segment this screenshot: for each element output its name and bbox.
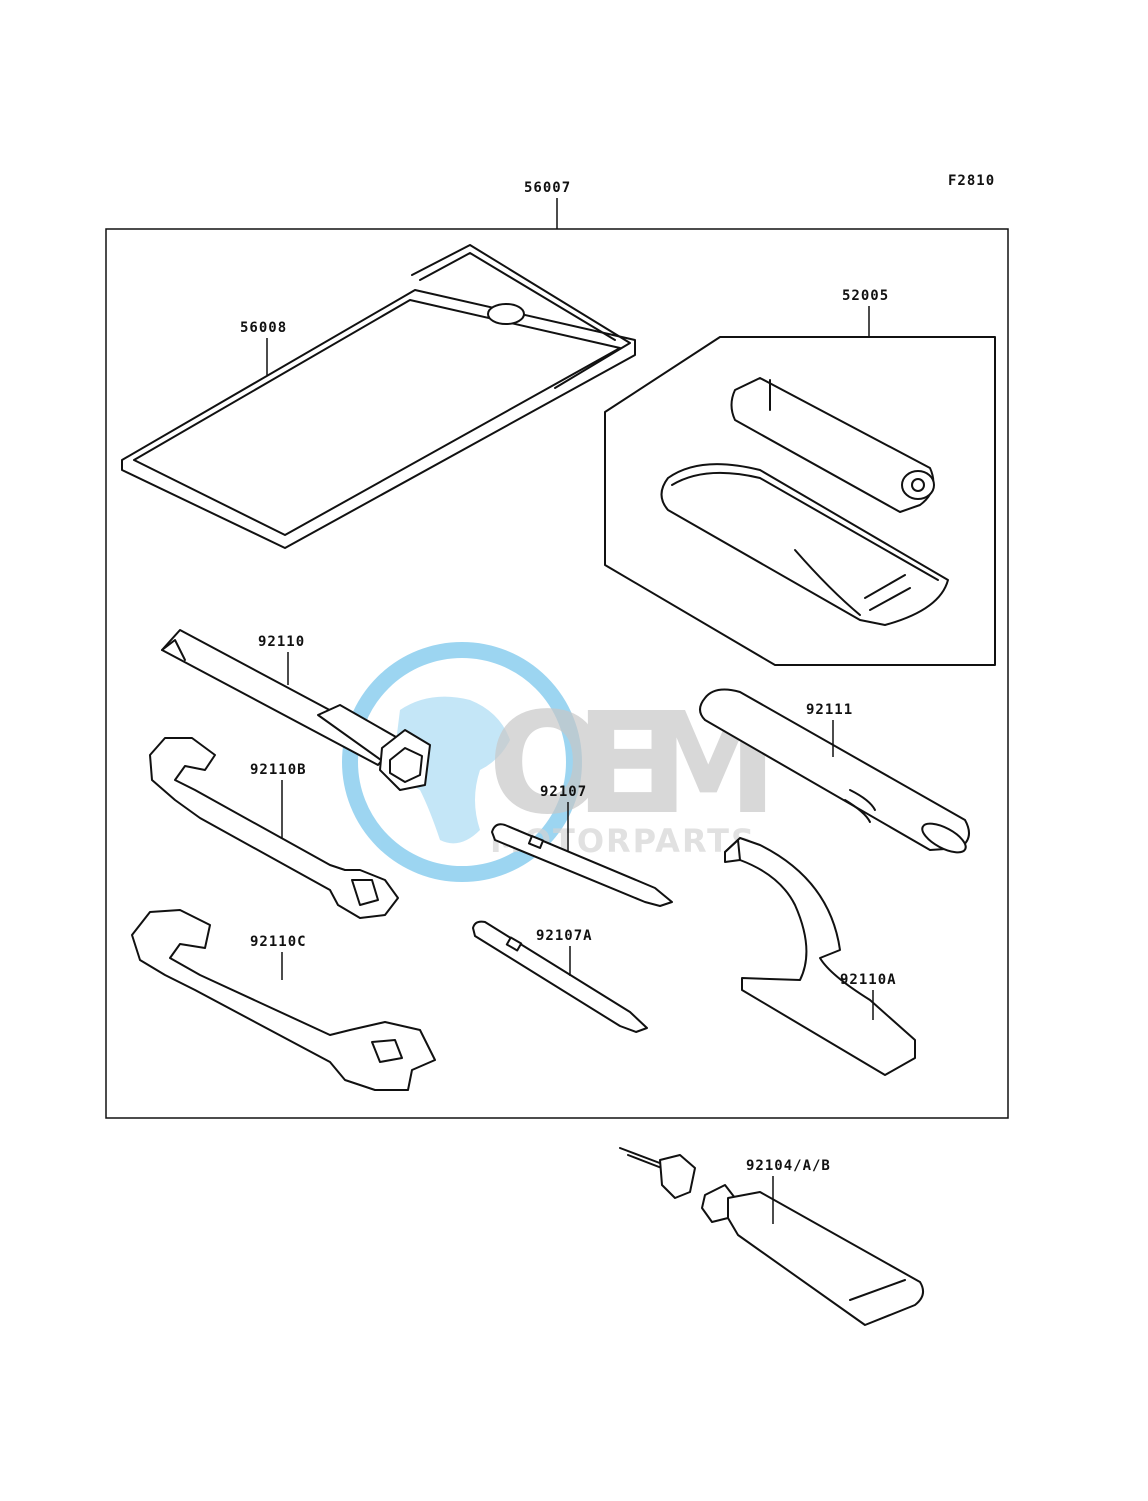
label-92110: 92110 <box>258 634 305 650</box>
label-92111: 92111 <box>806 702 853 718</box>
socket-wrench <box>161 629 431 791</box>
tube <box>619 1147 925 1326</box>
label-56008: 56008 <box>240 320 287 336</box>
label-92107A: 92107A <box>536 928 593 944</box>
label-92110C: 92110C <box>250 934 307 950</box>
handle-bar <box>699 688 970 854</box>
wrench-c <box>131 909 436 1091</box>
label-56007: 56007 <box>524 180 571 196</box>
diagram-code: F2810 <box>948 173 995 189</box>
wrench-b <box>149 737 399 919</box>
label-92110B: 92110B <box>250 762 307 778</box>
screwdriver <box>491 823 673 907</box>
repair-kit <box>604 336 996 666</box>
label-52005: 52005 <box>842 288 889 304</box>
screwdriver-a <box>472 920 648 1033</box>
spanner-a <box>724 837 916 1076</box>
label-92104: 92104/A/B <box>746 1158 831 1174</box>
globe-icon <box>342 642 582 882</box>
label-92110A: 92110A <box>840 972 897 988</box>
label-92107: 92107 <box>540 784 587 800</box>
kit-frame <box>105 228 1009 1119</box>
tool-case <box>121 244 636 549</box>
